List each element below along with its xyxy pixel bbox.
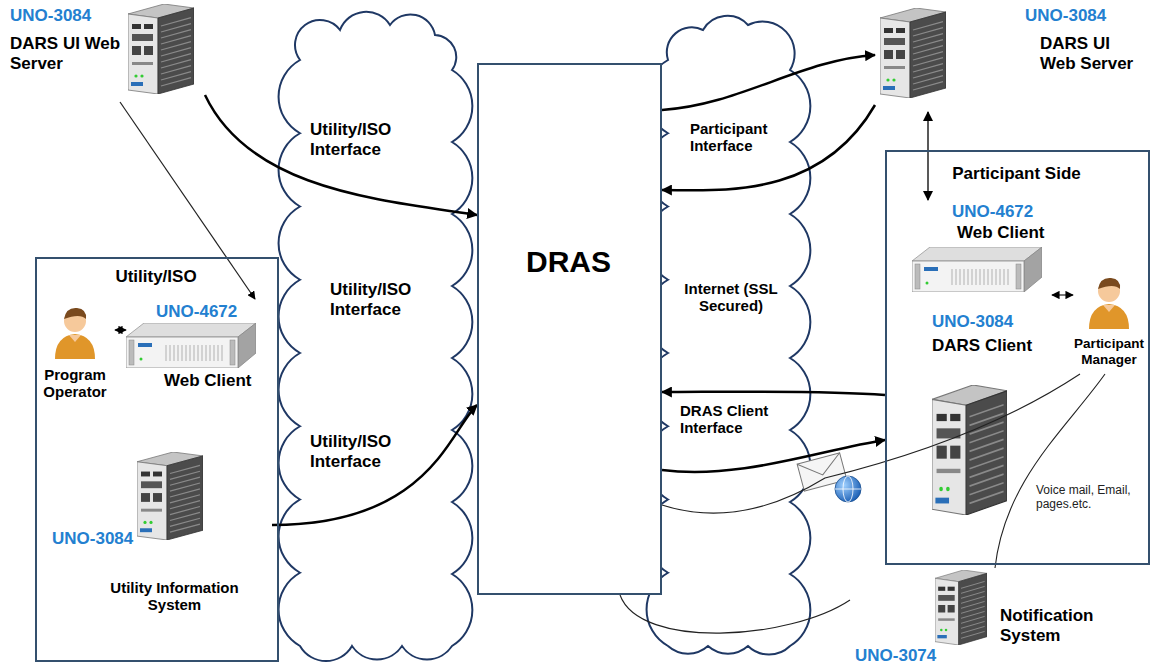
- note-label: Voice mail, Email, pages.etc.: [1036, 484, 1144, 512]
- device-label: Utility Information System: [92, 579, 257, 614]
- group-title: Participant Side: [887, 164, 1146, 184]
- client-node: UNO-4672Web Client: [912, 200, 1052, 310]
- connector: [1052, 294, 1073, 295]
- interface-label: Participant Interface: [690, 120, 790, 155]
- device-icon: [932, 385, 1007, 515]
- device-label: Notification System: [1000, 606, 1110, 645]
- connector: [205, 95, 477, 215]
- device-icon: [880, 8, 946, 98]
- group-box: Participant SideUNO-4672Web ClientUNO-30…: [885, 150, 1150, 565]
- device-icon: [126, 323, 256, 368]
- group-title: Utility/ISO: [37, 267, 275, 287]
- interface-label: Internet (SSL Secured): [672, 280, 790, 315]
- group-box: Utility/ISO Program Operator UNO-4672Web C…: [35, 257, 279, 662]
- device-icon: [128, 4, 194, 94]
- server-box: DRAS: [477, 63, 662, 595]
- connector: [662, 55, 875, 110]
- person-icon: [1089, 278, 1129, 329]
- device-label: DARS UI Web Server: [10, 34, 125, 73]
- interface-label: Utility/ISO Interface: [310, 120, 415, 159]
- device-label: Web Client: [164, 371, 252, 391]
- device-label: Web Client: [957, 223, 1045, 243]
- device-model: UNO-4672: [952, 202, 1033, 222]
- device-model: UNO-3084: [52, 529, 133, 549]
- device-model: UNO-4672: [156, 302, 237, 322]
- connector: [662, 392, 885, 395]
- connector: [995, 374, 1105, 568]
- device-model: UNO-3074: [855, 646, 936, 666]
- server-node: UNO-3084DARS UI Web Server: [875, 2, 1150, 112]
- connector: [662, 440, 885, 472]
- connector: [272, 405, 477, 525]
- connector: [662, 105, 875, 190]
- interface-label: Utility/ISO Interface: [310, 432, 415, 471]
- device-model: UNO-3084: [1025, 6, 1106, 26]
- cloud-shape: [279, 12, 473, 661]
- globe-icon: [835, 476, 861, 502]
- interface-label: DRAS Client Interface: [680, 402, 788, 437]
- connector: [620, 595, 850, 633]
- device-icon: [912, 247, 1042, 292]
- device-label: DARS UI Web Server: [1040, 34, 1145, 73]
- person-node: Program Operator: [39, 304, 115, 405]
- device-label: DARS Client: [932, 336, 1032, 356]
- device-model: UNO-3084: [932, 312, 1013, 332]
- system-node: UNO-3084Utility Information System: [52, 447, 272, 618]
- box-title: DRAS: [479, 245, 658, 280]
- server-node: UNO-3084DARS UI Web Server: [5, 2, 205, 102]
- person-node: Participant Manager: [1073, 274, 1149, 374]
- interface-label: Utility/ISO Interface: [330, 280, 440, 319]
- connector: [662, 374, 1080, 513]
- system-node: UNO-3074 Notification System: [850, 568, 1114, 670]
- cloud-shape: [647, 16, 811, 655]
- connector: [115, 329, 126, 330]
- client-node: UNO-4672Web Client: [126, 299, 274, 409]
- person-label: Program Operator: [39, 366, 111, 401]
- device-model: UNO-3084: [10, 6, 91, 26]
- device-icon: [137, 452, 203, 540]
- client-node: UNO-3084DARS Client: [922, 312, 1037, 557]
- person-label: Participant Manager: [1073, 336, 1145, 367]
- device-icon: [935, 570, 987, 645]
- connector: [927, 112, 929, 200]
- person-icon: [55, 308, 95, 359]
